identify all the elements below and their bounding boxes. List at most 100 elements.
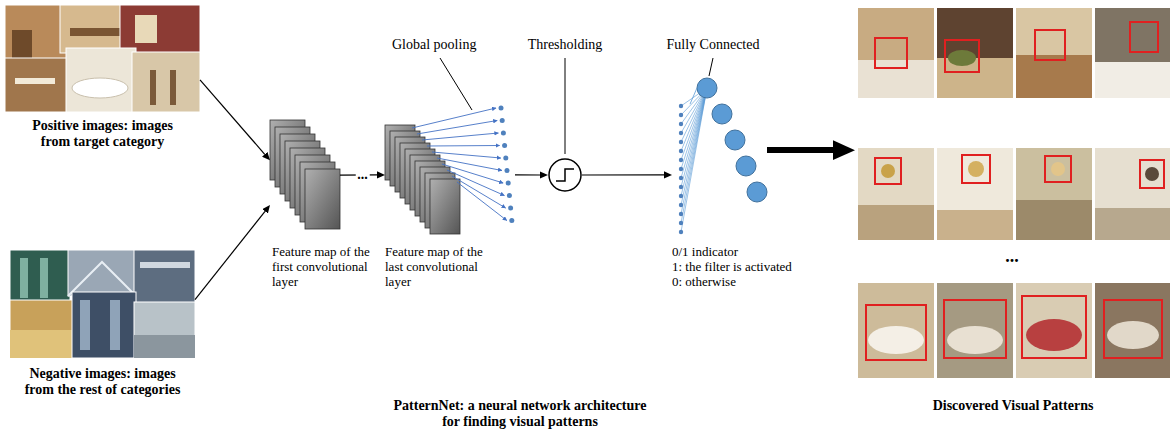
pattern-photo: [1016, 55, 1092, 98]
photo-collage: [66, 48, 136, 112]
pattern-photo: [937, 58, 1013, 98]
photo-collage: [12, 30, 32, 60]
pooled-unit: [508, 206, 513, 211]
pattern-photo: [1016, 148, 1092, 240]
label-block: Fully Connected: [667, 37, 760, 53]
pattern-photo: [1107, 321, 1159, 349]
node-label: Negative images: images from the rest of…: [23, 366, 183, 398]
indicator-unit: [679, 122, 683, 126]
leader-line: [565, 58, 566, 154]
pattern-photo: [1016, 200, 1092, 240]
pattern-photo: [868, 326, 924, 354]
detection-box: [945, 40, 979, 72]
indicator-unit: [679, 194, 683, 198]
label-holder: ...: [1005, 246, 1019, 267]
detection-box: [1130, 22, 1158, 52]
pooling-arrow: [452, 176, 506, 208]
label-holder: Global pooling: [392, 37, 476, 53]
indicator-unit: [679, 167, 683, 171]
detection-box: [866, 305, 926, 360]
photo-collage: [10, 300, 74, 358]
node-label: Feature map of the last convolutional la…: [385, 245, 497, 290]
feature-map: [270, 120, 340, 229]
pattern-photo: [937, 283, 1013, 378]
detection-box: [1104, 300, 1162, 358]
photo-collage: [150, 70, 156, 105]
photo-collage: [80, 300, 90, 350]
threshold-unit: Thresholding: [548, 158, 582, 192]
pattern-photo: [937, 148, 1013, 240]
pooling-arrow: [447, 170, 504, 196]
fc-connection: [681, 88, 707, 232]
node-label: Thresholding: [528, 37, 603, 53]
indicator-column: 0/1 indicator1: the filter is activated0…: [672, 100, 690, 238]
edge-label-holder: ...: [355, 168, 370, 182]
pattern-photo: [948, 50, 976, 66]
fc-connection: [681, 88, 707, 232]
photo-collage: [5, 58, 70, 112]
pattern-photo: [1095, 62, 1170, 98]
photo-collage: Positive images: images from target cate…: [5, 5, 200, 112]
pooled-unit: [509, 218, 514, 223]
node-label: Positive images: images from target cate…: [23, 118, 183, 150]
pattern-photo: [1095, 8, 1170, 98]
photo-collage: [134, 302, 195, 358]
photo-collage: [15, 78, 55, 84]
flow-arrow: [200, 80, 265, 154]
photo-collage: [134, 335, 195, 358]
fc-neuron: [697, 78, 767, 202]
detection-box: [1140, 160, 1164, 188]
label-block: Positive images: images from target cate…: [23, 118, 183, 150]
pooled-unit: [507, 193, 512, 198]
feature-map-stack: Feature map of the first convolutional l…: [270, 120, 340, 229]
pattern-photo: [968, 161, 984, 177]
detection-box: [962, 155, 990, 183]
indicator-unit: [679, 131, 683, 135]
pattern-photo: [881, 164, 895, 178]
photo-collage: [5, 5, 200, 112]
pooled-unit: [500, 118, 505, 123]
photo-collage: [72, 292, 136, 358]
pattern-photo: [937, 210, 1013, 240]
pattern-photo: [1095, 283, 1170, 378]
pattern-photo: [858, 283, 934, 378]
detection-box: [1045, 156, 1071, 182]
indicator-unit: [679, 185, 683, 189]
detection-box: [1022, 296, 1086, 358]
pattern-photo: [1145, 167, 1159, 181]
node-label: Fully Connected: [667, 37, 760, 53]
pattern-photo: [858, 8, 1170, 378]
pattern-photo: [1016, 283, 1092, 378]
indicator-unit: [679, 221, 683, 225]
leader-line: [440, 58, 713, 154]
photo-collage: [170, 70, 176, 105]
pooling-arrow: [432, 152, 501, 158]
pooling-arrow: [412, 108, 507, 221]
fc-connection: [681, 88, 707, 160]
pooled-unit: [499, 106, 515, 224]
annotation: Global pooling: [392, 37, 476, 53]
pooling-arrow: [437, 158, 502, 171]
flow-arrow: [515, 174, 540, 175]
indicator-unit: [679, 149, 683, 153]
pattern-photo: [858, 205, 934, 240]
flow-arrow: [195, 211, 265, 299]
output-arrow: [767, 147, 833, 153]
pattern-photo: [947, 326, 1003, 354]
label-block: Thresholding: [528, 37, 603, 53]
pooling-arrow: [422, 133, 498, 140]
pattern-photo: [1095, 148, 1170, 240]
edge-label: ...: [355, 168, 370, 182]
label-holder: PatternNet: a neural network architectur…: [388, 398, 653, 430]
pooling-arrow: [417, 121, 497, 135]
detection-box: [875, 38, 907, 68]
pooling-arrow: [427, 145, 500, 147]
fc-neuron: [697, 78, 717, 98]
figure-caption: PatternNet: a neural network architectur…: [388, 398, 653, 430]
indicator-unit: [679, 113, 683, 117]
detection-box: [1035, 30, 1065, 60]
pattern-photo: [858, 8, 934, 98]
